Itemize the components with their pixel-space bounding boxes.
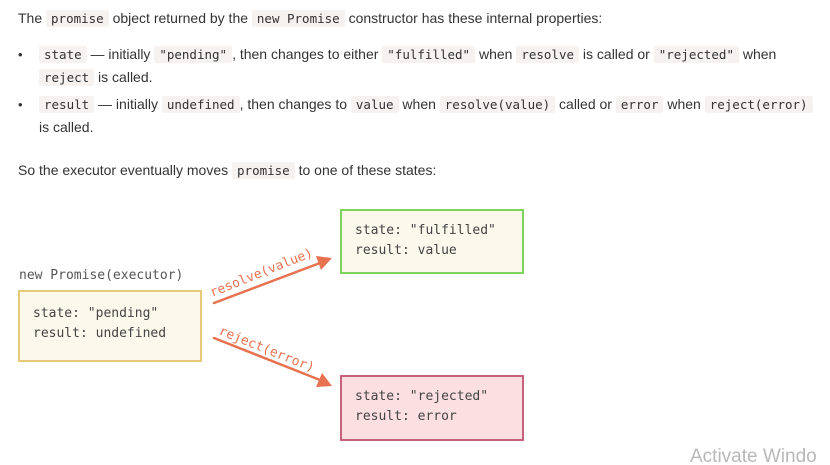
code-fulfilled: "fulfilled" (382, 46, 476, 63)
resolve-arrowhead-icon (316, 256, 332, 270)
list-item-state: • state — initially "pending", then chang… (18, 43, 818, 89)
list-text: is called or (579, 46, 654, 62)
pending-state-line: state: "pending" (33, 306, 159, 321)
summary-paragraph: So the executor eventually moves promise… (18, 160, 436, 181)
fulfilled-result-line: result: value (355, 243, 457, 258)
list-item-result: • result — initially undefined, then chan… (18, 93, 818, 139)
intro-text: object returned by the (108, 10, 252, 26)
code-resolve-value: resolve(value) (439, 96, 556, 113)
code-pending: "pending" (154, 46, 233, 63)
list-text: is called. (94, 69, 153, 85)
reject-arrowhead-icon (316, 373, 332, 387)
list-text: — initially (86, 46, 155, 62)
diagram-caption: new Promise(executor) (19, 268, 184, 283)
list-text: is called. (39, 119, 94, 135)
code-promise: promise (46, 10, 109, 27)
code-value: value (350, 96, 399, 113)
resolve-arrow-line (212, 261, 322, 305)
code-resolve: resolve (516, 46, 580, 63)
rejected-state-line: state: "rejected" (355, 389, 489, 404)
code-rejected: "rejected" (653, 46, 739, 63)
code-state: state (39, 46, 87, 63)
rejected-result-line: result: error (355, 409, 457, 424)
reject-arrow-line (212, 336, 322, 382)
code-new-promise: new Promise (251, 10, 345, 27)
intro-paragraph: The promise object returned by the new P… (18, 8, 602, 29)
pending-state-box: state: "pending" result: undefined (18, 290, 202, 362)
code-reject-error: reject(error) (704, 96, 813, 113)
fulfilled-state-box: state: "fulfilled" result: value (340, 209, 524, 274)
code-promise: promise (232, 162, 295, 179)
code-result: result (39, 96, 95, 113)
intro-text: The (18, 10, 47, 26)
list-text: called or (555, 96, 616, 112)
code-reject: reject (39, 69, 95, 86)
summary-text: to one of these states: (294, 162, 437, 178)
resolve-label: resolve(value) (208, 246, 315, 301)
rejected-state-box: state: "rejected" result: error (340, 375, 524, 441)
list-text: , then changes to (239, 96, 351, 112)
list-text: when (663, 96, 705, 112)
pending-result-line: result: undefined (33, 326, 167, 341)
code-error: error (615, 96, 664, 113)
properties-list: •state — initially "pending", then chang… (18, 43, 818, 143)
intro-text: constructor has these internal propertie… (344, 10, 603, 26)
bullet-icon: • (18, 47, 23, 62)
activate-windows-watermark: Activate Windo (690, 446, 817, 465)
list-text: when (475, 46, 517, 62)
code-undefined: undefined (161, 96, 240, 113)
fulfilled-state-line: state: "fulfilled" (355, 223, 496, 238)
bullet-icon: • (18, 97, 23, 112)
reject-label: reject(error) (217, 324, 317, 376)
summary-text: So the executor eventually moves (18, 162, 233, 178)
list-text: , then changes to either (232, 46, 383, 62)
list-text: — initially (94, 96, 162, 112)
list-text: when (738, 46, 777, 62)
list-text: when (398, 96, 440, 112)
